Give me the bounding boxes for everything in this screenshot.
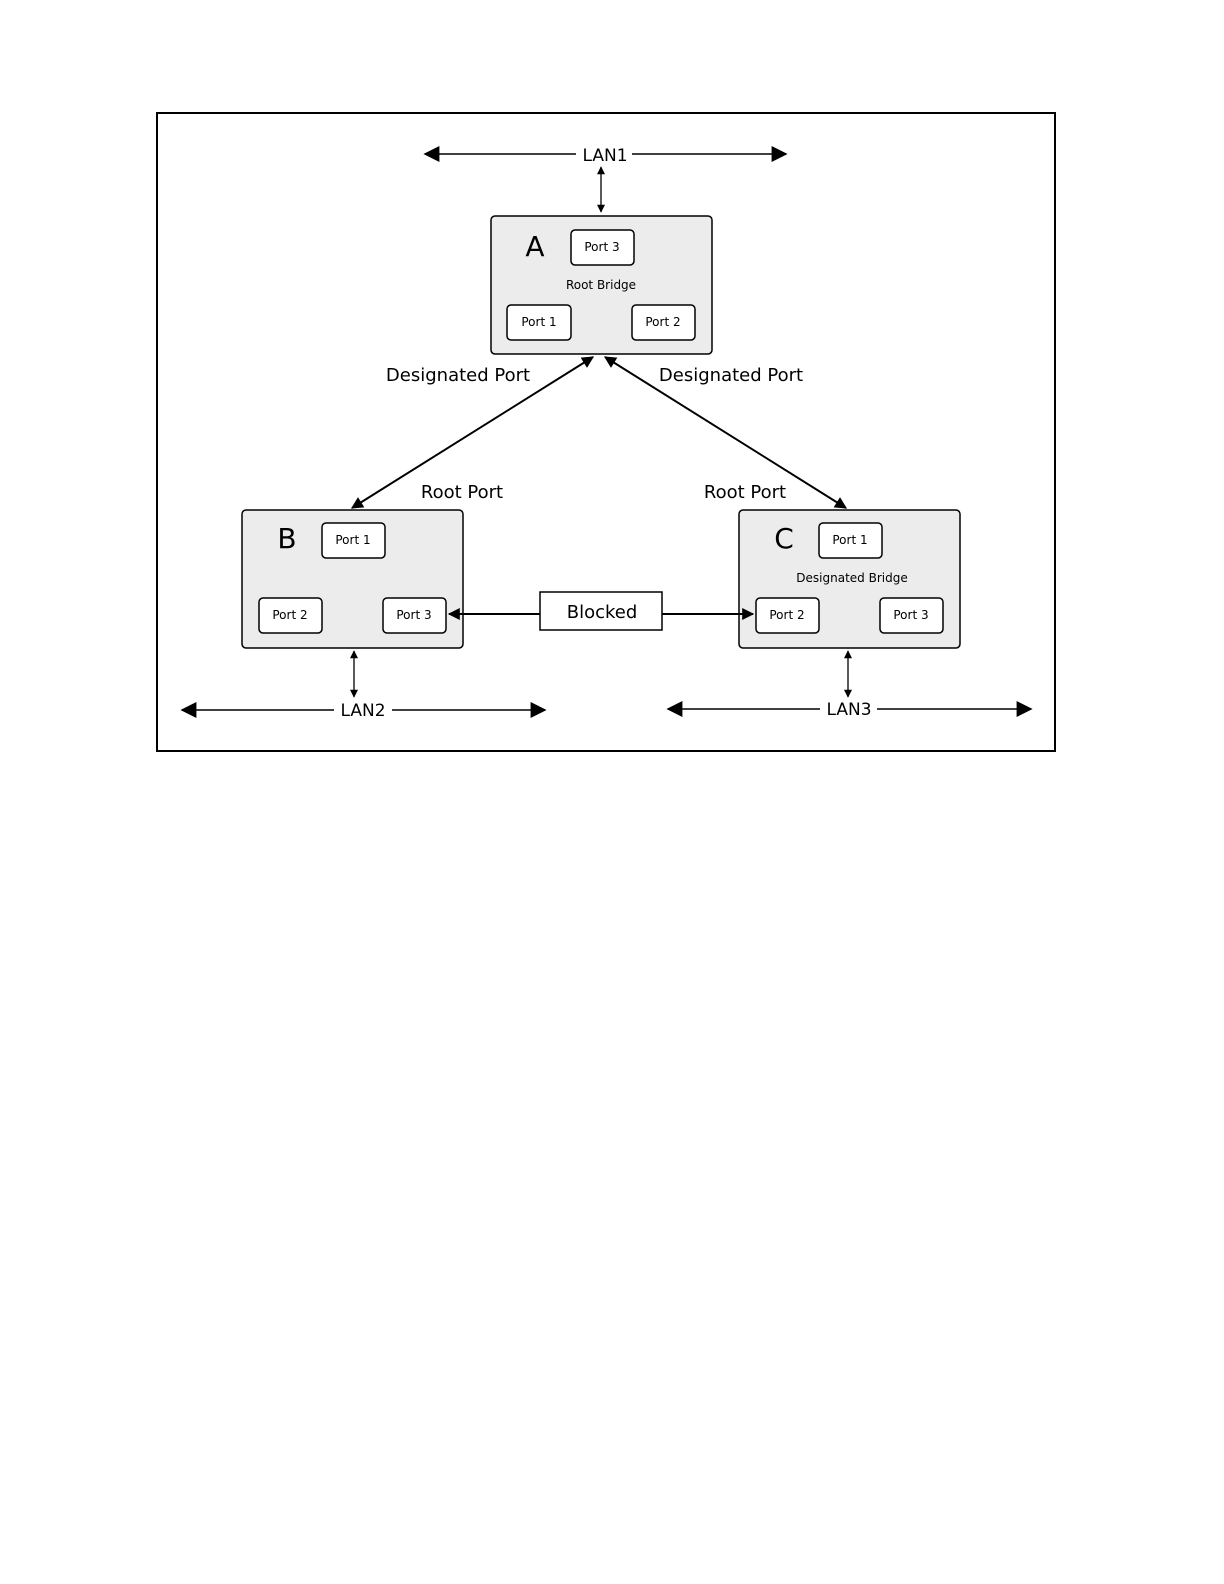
bridge-c-port3-label: Port 3 — [893, 608, 928, 622]
lan1-bus: LAN1 — [423, 146, 788, 213]
bridge-a-letter: A — [525, 230, 544, 263]
root-port-right-label: Root Port — [704, 482, 786, 503]
bridge-b-port2-label: Port 2 — [272, 608, 307, 622]
bridge-b-letter: B — [277, 522, 296, 555]
lan2-bus: LAN2 — [180, 650, 547, 721]
bridge-b-port3-label: Port 3 — [396, 608, 431, 622]
bridge-c-port1 — [818, 522, 883, 559]
lan3-bus: LAN3 — [666, 650, 1033, 720]
bridge-c-port1-label: Port 1 — [832, 533, 867, 547]
lan2-label: LAN2 — [340, 701, 385, 721]
lan1-label: LAN1 — [582, 146, 627, 166]
link-a-b — [350, 356, 595, 509]
lan3-label: LAN3 — [826, 700, 871, 720]
diagram-frame — [156, 112, 1056, 752]
root-port-left-label: Root Port — [421, 482, 503, 503]
bridge-c-port2-label: Port 2 — [769, 608, 804, 622]
designated-port-right-label: Designated Port — [659, 365, 803, 386]
link-a-c — [603, 356, 848, 509]
bridge-b-port2 — [258, 597, 323, 634]
bridge-a-port1 — [506, 304, 572, 341]
bridge-b: B Port 1 Port 2 Port 3 — [241, 509, 464, 649]
blocked-link: Blocked — [447, 591, 755, 631]
bridge-a-port2 — [631, 304, 696, 341]
bridge-c-port3 — [879, 597, 944, 634]
bridge-a-port1-label: Port 1 — [521, 315, 556, 329]
designated-port-left-label: Designated Port — [386, 365, 530, 386]
bridge-c-role: Designated Bridge — [796, 571, 907, 585]
bridge-c: C Port 1 Designated Bridge Port 2 Port 3 — [738, 509, 961, 649]
bridge-a-role: Root Bridge — [566, 278, 636, 292]
bridge-a-port3-label: Port 3 — [584, 240, 619, 254]
bridge-a-port3 — [570, 229, 635, 266]
bridge-c-port2 — [755, 597, 820, 634]
bridge-b-port1 — [321, 522, 386, 559]
bridge-b-port3 — [382, 597, 447, 634]
bridge-a: A Port 3 Root Bridge Port 1 Port 2 — [490, 215, 713, 355]
blocked-label: Blocked — [567, 602, 638, 623]
blocked-box — [539, 591, 663, 631]
bridge-c-letter: C — [774, 522, 794, 555]
bridge-b-port1-label: Port 1 — [335, 533, 370, 547]
bridge-a-port2-label: Port 2 — [645, 315, 680, 329]
